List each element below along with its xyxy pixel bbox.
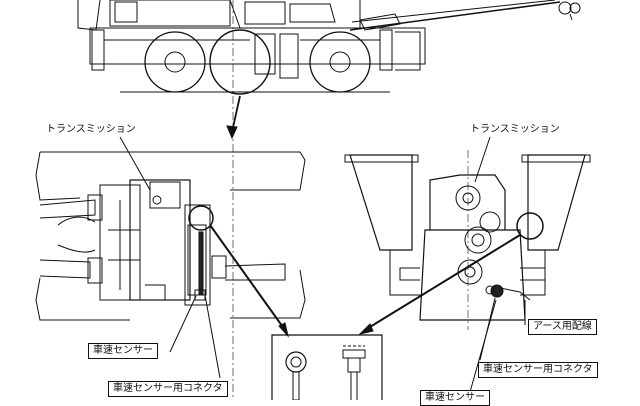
crane-side-view	[77, 0, 581, 400]
speed-sensor-label-right: 車速センサー	[420, 390, 490, 406]
speed-sensor-connector-label-right: 車速センサー用コネクタ	[478, 362, 598, 378]
left-detail-view	[35, 151, 306, 321]
zoom-detail-box	[271, 334, 383, 400]
earth-wiring-label: アース用配線	[528, 319, 597, 335]
transmission-label-right: トランスミッション	[470, 124, 560, 135]
transmission-label-left: トランスミッション	[46, 124, 136, 135]
speed-sensor-label-left: 車速センサー	[88, 343, 158, 359]
right-detail-view	[344, 154, 591, 321]
speed-sensor-connector-label-left: 車速センサー用コネクタ	[108, 381, 228, 397]
